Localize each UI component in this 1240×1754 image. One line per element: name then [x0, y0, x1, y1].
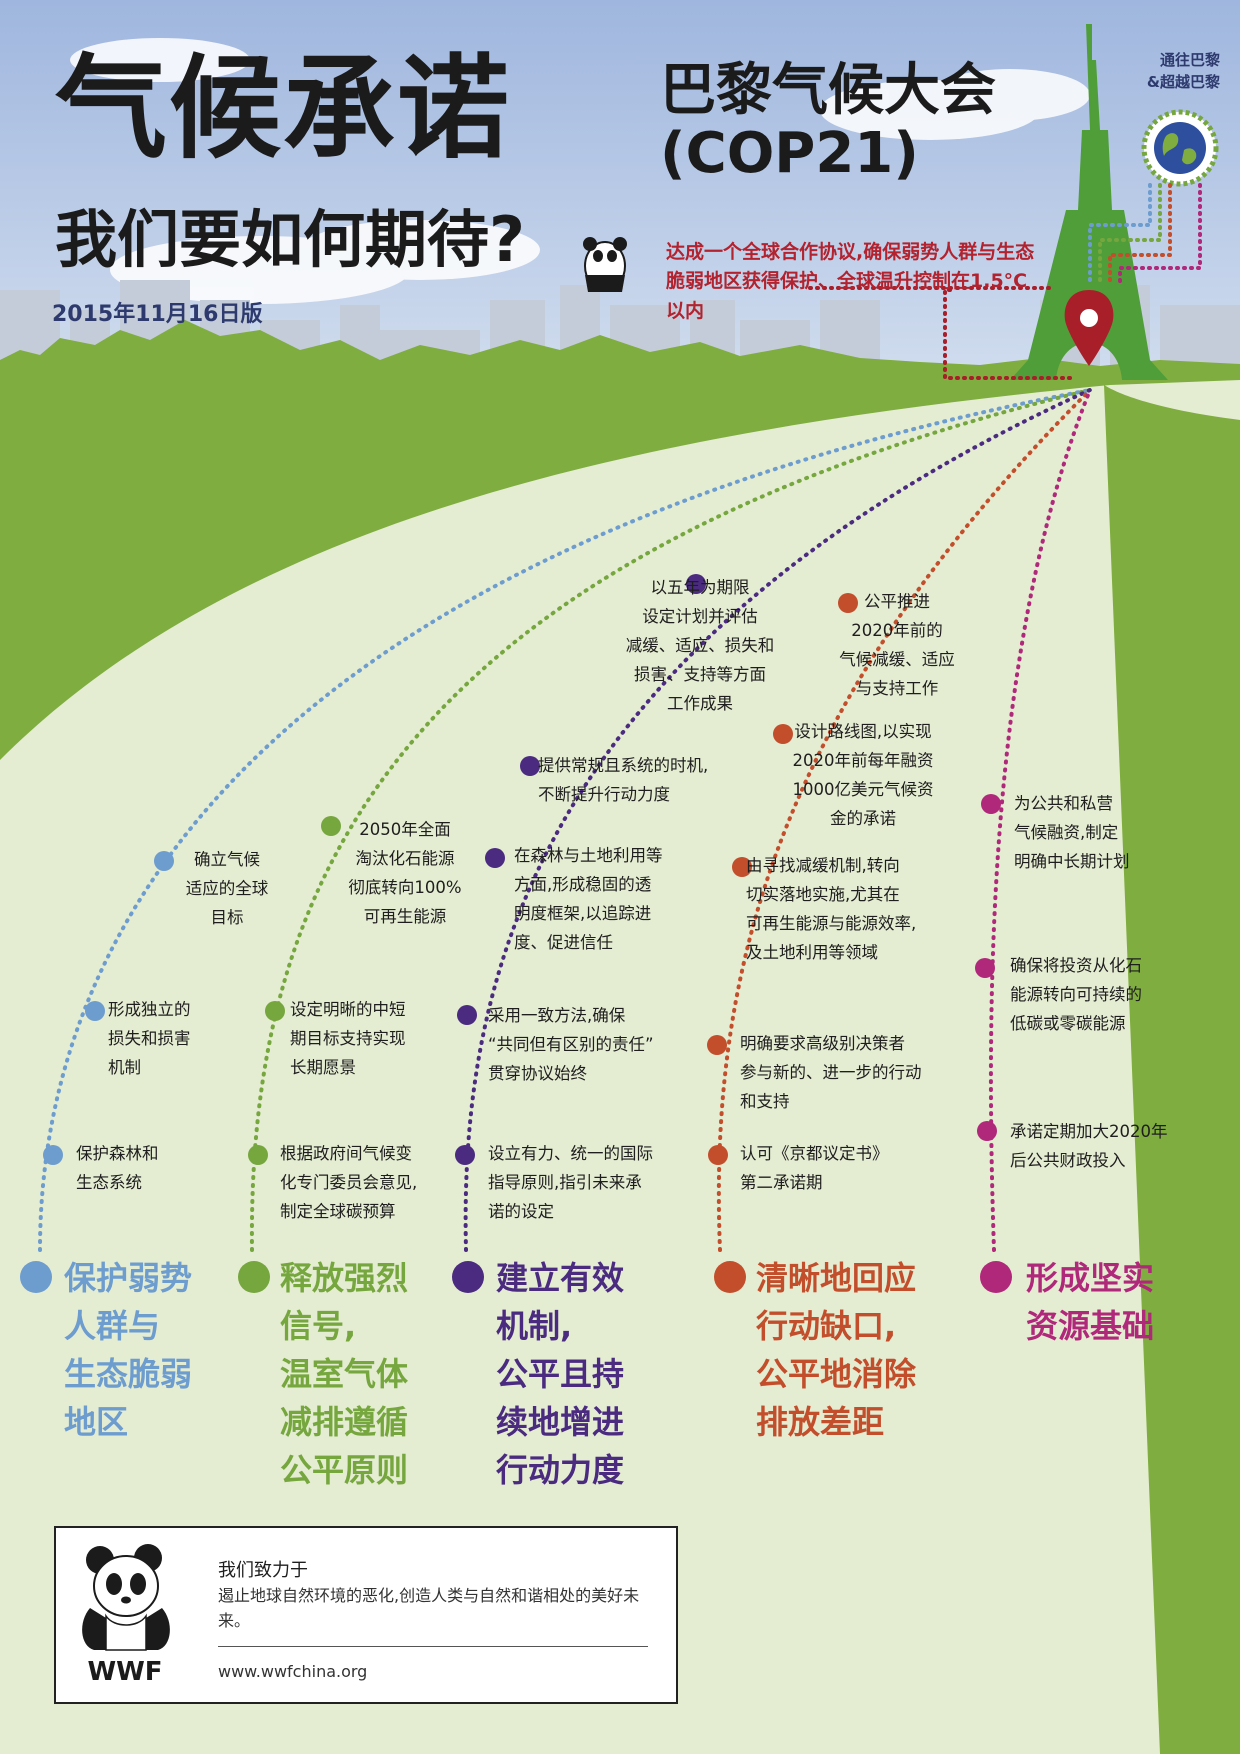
lane-start-dot-2	[238, 1261, 270, 1293]
road-verge	[1080, 385, 1240, 1754]
corner-line-2: &超越巴黎	[1146, 72, 1220, 91]
route-line-2	[249, 388, 1092, 1252]
stop-dot-lane2-2	[265, 1001, 285, 1021]
main-title: 气候承诺	[55, 44, 511, 174]
stop-lane3-4: 提供常规且系统的时机, 不断提升行动力度	[538, 756, 709, 804]
stop-lane3-1: 设立有力、统一的国际 指导原则,指引未来承 诺的设定	[488, 1144, 653, 1221]
corner-label: 通往巴黎&超越巴黎	[1128, 50, 1220, 94]
stop-lane5-2: 确保将投资从化石 能源转向可持续的 低碳或零碳能源	[1010, 956, 1142, 1033]
stop-lane5-3: 为公共和私营 气候融资,制定 明确中长期计划	[1014, 794, 1130, 871]
mission-heading: 我们致力于	[218, 1560, 308, 1581]
stop-lane3-5: 以五年为期限 设定计划并评估 减缓、适应、损失和 损害、支持等方面 工作成果	[625, 578, 775, 713]
route-line-4	[716, 388, 1092, 1252]
stop-dot-lane2-1	[248, 1145, 268, 1165]
stop-dot-lane4-5	[838, 593, 858, 613]
stop-dot-lane5-3	[981, 794, 1001, 814]
stop-dot-lane5-2	[975, 958, 995, 978]
stop-dot-lane3-5	[686, 574, 706, 594]
stop-lane2-1: 根据政府间气候变 化专门委员会意见, 制定全球碳预算	[280, 1144, 418, 1221]
goal-statement: 达成一个全球合作协议,确保弱势人群与生态脆弱地区获得保护、全球温升控制在1.5°…	[666, 241, 1035, 322]
stop-dot-lane3-3	[485, 848, 505, 868]
stop-dot-lane2-3	[321, 816, 341, 836]
location-pin-icon	[1064, 290, 1114, 366]
lane-start-dot-5	[980, 1261, 1012, 1293]
stop-dot-lane3-1	[455, 1145, 475, 1165]
stop-lane2-3: 2050年全面 淘汰化石能源 彻底转向100% 可再生能源	[348, 820, 462, 926]
eiffel-tower	[1010, 24, 1168, 380]
wwf-panda-logo-icon: WWF	[82, 1544, 170, 1687]
lane-title-2: 释放强烈 信号, 温室气体 减排遵循 公平原则	[280, 1259, 409, 1489]
stop-lane5-1: 承诺定期加大2020年 后公共财政投入	[1010, 1122, 1168, 1170]
lane-title-4: 清晰地回应 行动缺口, 公平地消除 排放差距	[756, 1259, 917, 1441]
header-connectors	[808, 183, 1202, 380]
panda-icon	[583, 237, 627, 292]
stop-lane3-3: 在森林与土地利用等 方面,形成稳固的透 明度框架,以追踪进 度、促进信任	[514, 846, 663, 952]
stop-lane1-2: 形成独立的 损失和损害 机制	[108, 1000, 191, 1077]
globe-icon	[1141, 109, 1219, 187]
stop-lane4-5: 公平推进 2020年前的 气候减缓、适应 与支持工作	[839, 592, 955, 698]
stop-dot-lane1-1	[43, 1145, 63, 1165]
stop-dot-lane1-2	[85, 1001, 105, 1021]
website-link[interactable]: www.wwfchina.org	[218, 1662, 368, 1681]
conference-title: 巴黎气候大会(COP21)	[660, 58, 996, 186]
stop-dot-lane5-1	[977, 1121, 997, 1141]
corner-line-1: 通往巴黎	[1159, 51, 1220, 69]
stop-dot-lane4-4	[773, 724, 793, 744]
lane-start-dot-4	[714, 1261, 746, 1293]
footer-divider	[218, 1646, 648, 1647]
stop-lane4-4: 设计路线图,以实现 2020年前每年融资 1000亿美元气候资 金的承诺	[792, 722, 934, 828]
wwf-footer: WWF 我们致力于 遏止地球自然环境的恶化,创造人类与自然和谐相处的美好未来。 …	[54, 1526, 678, 1704]
stop-dot-lane1-3	[154, 851, 174, 871]
lane-title-3: 建立有效 机制, 公平且持 续地增进 行动力度	[496, 1259, 625, 1489]
main-subtitle: 我们要如何期待?	[55, 203, 525, 276]
stop-lane2-2: 设定明晰的中短 期目标支持实现 长期愿景	[290, 1000, 406, 1077]
conference-line-1: 巴黎气候大会	[660, 58, 996, 123]
stop-dot-lane3-2	[457, 1005, 477, 1025]
stop-lane4-2: 明确要求高级别决策者 参与新的、进一步的行动 和支持	[740, 1034, 922, 1111]
stop-lane4-1: 认可《京都议定书》 第二承诺期	[740, 1144, 889, 1192]
road	[0, 380, 1240, 1754]
lane-title-5: 形成坚实 资源基础	[1026, 1259, 1155, 1345]
stop-lane3-2: 采用一致方法,确保 “共同但有区别的责任” 贯穿协议始终	[488, 1006, 654, 1083]
route-line-1	[38, 388, 1092, 1252]
wwf-logo-text: WWF	[87, 1657, 162, 1687]
edition-date: 2015年11月16日版	[52, 302, 263, 327]
lane-title-1: 保护弱势 人群与 生态脆弱 地区	[64, 1259, 193, 1441]
stop-lane1-1: 保护森林和 生态系统	[76, 1144, 159, 1192]
conference-line-2: (COP21)	[660, 120, 919, 186]
stop-dot-lane4-3	[732, 857, 752, 877]
stop-dot-lane3-4	[520, 756, 540, 776]
stop-lane1-3: 确立气候 适应的全球 目标	[185, 850, 269, 927]
stop-dot-lane4-2	[707, 1035, 727, 1055]
mission-text: 遏止地球自然环境的恶化,创造人类与自然和谐相处的美好未来。	[218, 1586, 640, 1630]
stop-dot-lane4-1	[708, 1145, 728, 1165]
route-line-3	[463, 388, 1092, 1252]
lane-start-dot-3	[452, 1261, 484, 1293]
lane-start-dot-1	[20, 1261, 52, 1293]
stop-lane4-3: 由寻找减缓机制,转向 切实落地实施,尤其在 可再生能源与能源效率, 及土地利用等…	[746, 856, 917, 962]
